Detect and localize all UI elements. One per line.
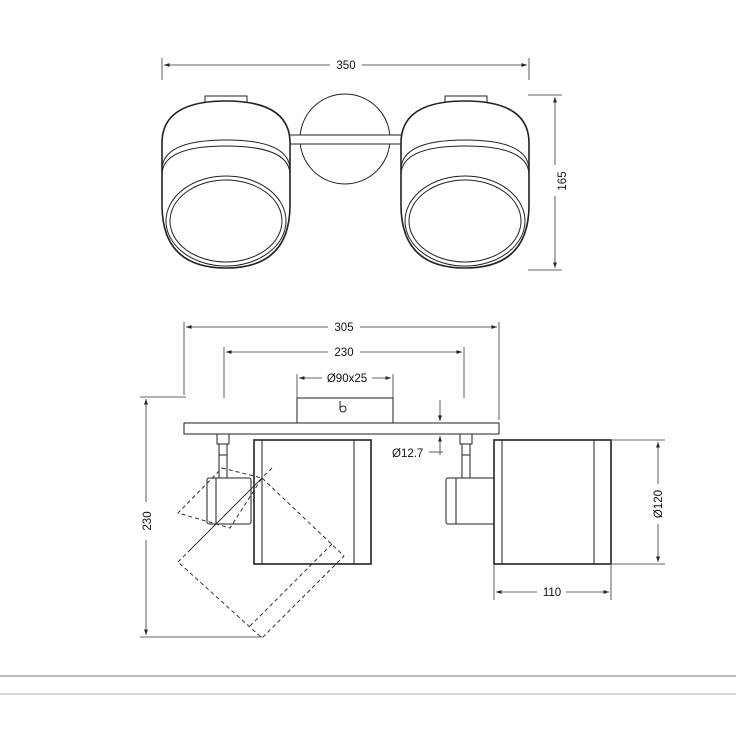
- mount-bar: [284, 134, 408, 145]
- dimension-canopy: Ø90x25: [296, 373, 394, 398]
- label-top-height: 165: [557, 171, 569, 190]
- label-shade-diameter: Ø120: [653, 490, 665, 518]
- label-rail-width: 230: [334, 347, 353, 359]
- left-spot-shade: [253, 439, 372, 565]
- right-spot-joint: [445, 433, 497, 525]
- dimension-rail-width: 230: [223, 347, 465, 398]
- label-front-width: 305: [334, 322, 353, 334]
- label-top-width: 350: [336, 60, 355, 72]
- front-view: 305 230 Ø90x25 230: [140, 322, 665, 639]
- dimension-total-height: 230: [140, 396, 262, 638]
- label-arm-diameter: Ø12.7: [392, 448, 423, 460]
- left-spot-tilted-outline: [177, 467, 345, 639]
- label-total-height: 230: [142, 511, 154, 530]
- dimension-top-height: 165: [528, 94, 569, 271]
- label-canopy: Ø90x25: [327, 373, 367, 385]
- right-spot-top: [400, 95, 530, 269]
- dimension-shade-diameter: Ø120: [612, 439, 665, 565]
- left-spot-top: [161, 95, 291, 269]
- screw-icon: [339, 401, 347, 413]
- left-spot-joint: [206, 433, 252, 525]
- right-spot-shade: [493, 439, 612, 565]
- mount-rail: [183, 422, 500, 435]
- dimension-front-width: 305: [183, 322, 500, 420]
- dimension-shade-depth: 110: [493, 565, 612, 600]
- top-view: 350 165: [161, 58, 569, 271]
- dimension-top-width: 350: [161, 58, 530, 80]
- label-shade-depth: 110: [543, 587, 561, 599]
